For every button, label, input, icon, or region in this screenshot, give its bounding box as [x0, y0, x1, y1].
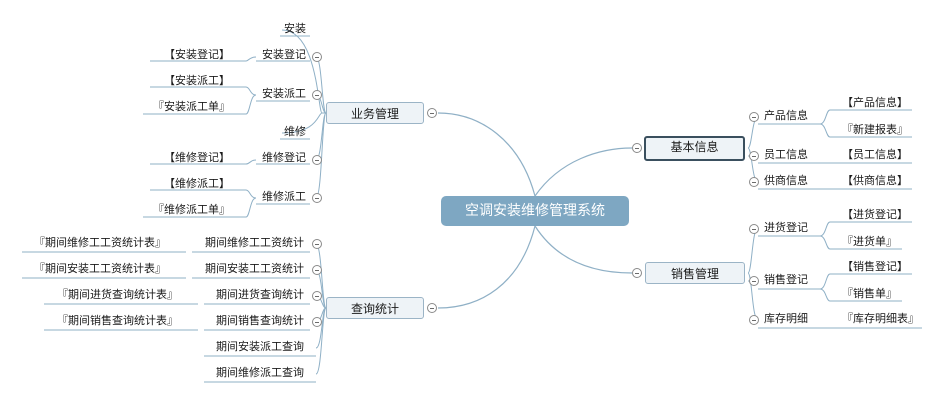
collapse-toggle-business[interactable] — [427, 108, 437, 118]
branch-basic[interactable]: 基本信息 — [644, 136, 745, 161]
collapse-toggle-stats-0[interactable] — [312, 239, 322, 249]
collapse-toggle-sales[interactable] — [632, 268, 642, 278]
leaf-stats-item[interactable]: 『期间安装工工资统计表』 — [34, 262, 166, 275]
node-stats-item[interactable]: 期间安装派工查询 — [216, 340, 304, 353]
leaf-stats-item[interactable]: 『期间销售查询统计表』 — [57, 314, 178, 327]
collapse-toggle-stats[interactable] — [427, 303, 437, 313]
edge-root-sales — [534, 225, 633, 274]
node-stats-item[interactable]: 期间维修工工资统计 — [205, 236, 304, 249]
leaf-purchase-2[interactable]: 『进货单』 — [842, 235, 897, 248]
node-supplier[interactable]: 供商信息 — [764, 174, 808, 187]
collapse-toggle-stats-2[interactable] — [312, 291, 322, 301]
leaf-stats-item[interactable]: 『期间进货查询统计表』 — [57, 288, 178, 301]
branch-sales[interactable]: 销售管理 — [645, 262, 745, 284]
node-install-dispatch[interactable]: 安装派工 — [262, 87, 306, 100]
root-node[interactable]: 空调安装维修管理系统 — [441, 196, 629, 226]
leaf-repair-dispatch-2[interactable]: 『维修派工单』 — [153, 203, 230, 216]
node-install[interactable]: 安装 — [284, 22, 306, 35]
collapse-toggle-purchase[interactable] — [749, 224, 759, 234]
collapse-toggle-stats-3[interactable] — [312, 317, 322, 327]
leaf-install-dispatch-2[interactable]: 『安装派工单』 — [153, 100, 230, 113]
collapse-toggle-product[interactable] — [749, 112, 759, 122]
edge-root-basic — [534, 147, 633, 197]
leaf-repair-reg[interactable]: 【维修登记】 — [164, 151, 230, 164]
node-repair[interactable]: 维修 — [284, 125, 306, 138]
leaf-purchase-1[interactable]: 【进货登记】 — [842, 208, 908, 221]
leaf-install-dispatch-1[interactable]: 【安装派工】 — [164, 74, 230, 87]
collapse-toggle-sale[interactable] — [749, 276, 759, 286]
node-stock[interactable]: 库存明细 — [764, 312, 808, 325]
collapse-toggle-supplier[interactable] — [749, 177, 759, 187]
node-product[interactable]: 产品信息 — [764, 109, 808, 122]
collapse-toggle-install-dispatch[interactable] — [312, 90, 322, 100]
node-stats-item[interactable]: 期间安装工工资统计 — [205, 262, 304, 275]
node-sale[interactable]: 销售登记 — [764, 273, 808, 286]
node-repair-dispatch[interactable]: 维修派工 — [262, 190, 306, 203]
node-employee[interactable]: 员工信息 — [764, 148, 808, 161]
node-stats-item[interactable]: 期间进货查询统计 — [216, 288, 304, 301]
node-stats-item[interactable]: 期间销售查询统计 — [216, 314, 304, 327]
leaf-install-reg[interactable]: 【安装登记】 — [164, 48, 230, 61]
node-install-reg[interactable]: 安装登记 — [262, 48, 306, 61]
node-purchase[interactable]: 进货登记 — [764, 221, 808, 234]
collapse-toggle-install-reg[interactable] — [312, 52, 322, 62]
leaf-supplier[interactable]: 【供商信息】 — [842, 174, 908, 187]
leaf-repair-dispatch-1[interactable]: 【维修派工】 — [164, 177, 230, 190]
edge-root-business — [437, 112, 536, 197]
leaf-sale-1[interactable]: 【销售登记】 — [842, 260, 908, 273]
collapse-toggle-basic[interactable] — [632, 143, 642, 153]
collapse-toggle-repair-dispatch[interactable] — [312, 193, 322, 203]
branch-business[interactable]: 业务管理 — [326, 102, 424, 124]
collapse-toggle-stock[interactable] — [749, 315, 759, 325]
leaf-stats-item[interactable]: 『期间维修工工资统计表』 — [34, 236, 166, 249]
node-stats-item[interactable]: 期间维修派工查询 — [216, 366, 304, 379]
leaf-employee[interactable]: 【员工信息】 — [842, 148, 908, 161]
collapse-toggle-stats-1[interactable] — [312, 265, 322, 275]
edge-root-stats — [437, 225, 536, 309]
leaf-sale-2[interactable]: 『销售单』 — [842, 287, 897, 300]
node-repair-reg[interactable]: 维修登记 — [262, 151, 306, 164]
collapse-toggle-employee[interactable] — [749, 151, 759, 161]
leaf-product-1[interactable]: 【产品信息】 — [842, 96, 908, 109]
collapse-toggle-repair-reg[interactable] — [312, 155, 322, 165]
leaf-stock[interactable]: 『库存明细表』 — [842, 312, 919, 325]
branch-stats[interactable]: 查询统计 — [326, 297, 424, 319]
leaf-product-2[interactable]: 『新建报表』 — [842, 123, 908, 136]
